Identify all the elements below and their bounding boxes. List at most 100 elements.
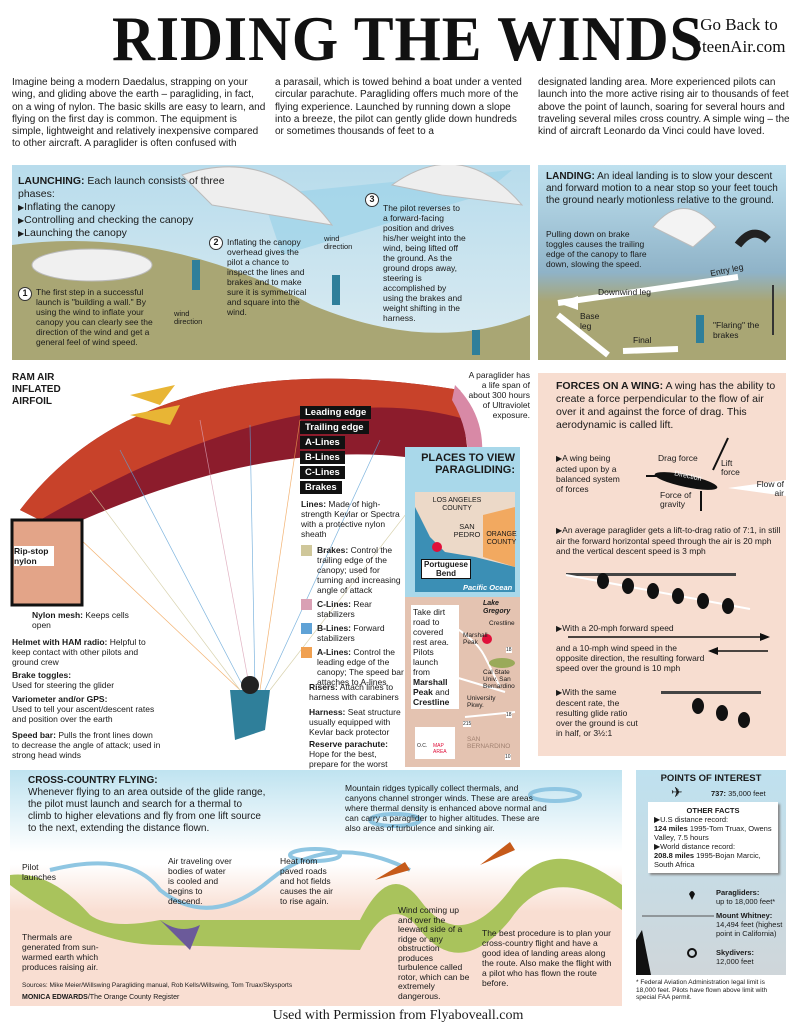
places-map-2: Take dirt road to covered rest area. Pil…	[405, 597, 520, 767]
note-risers: Risers: Attach lines to harness with car…	[309, 682, 399, 702]
flow-of-air-label: Flow of air	[756, 479, 784, 498]
sources: Sources: Mike Meier/Willswing Paraglidin…	[22, 982, 293, 989]
poi-heading: POINTS OF INTEREST	[660, 773, 762, 784]
mesh-note: Nylon mesh: Keeps cells open	[32, 610, 129, 630]
legend-c-lines: C-Lines: Rear stabilizers	[301, 599, 404, 619]
marshall-directions: Take dirt road to covered rest area. Pil…	[411, 605, 459, 709]
forces-heading: FORCES ON A WING:	[556, 380, 664, 392]
other-facts-box: OTHER FACTS U.S distance record: 124 mil…	[648, 802, 778, 873]
line-legend: Brakes: Control the trailing edge of the…	[301, 545, 404, 687]
step-3-text: The pilot reverses to a forward-facing p…	[383, 203, 466, 323]
ridges-note: Mountain ridges typically collect therma…	[345, 783, 547, 833]
note-speed-bar: Speed bar: Pulls the front lines down to…	[12, 730, 161, 760]
map-area-label: MAP AREA	[433, 743, 447, 755]
balanced-note: A wing being acted upon by a balanced sy…	[556, 453, 620, 494]
intro-col-1: Imagine being a modern Daedalus, strappi…	[12, 77, 266, 150]
step-3-badge: 3	[365, 193, 379, 207]
us-record-label: U.S distance record:	[654, 815, 772, 824]
lifespan-note: A paraglider has a life span of about 30…	[468, 370, 530, 420]
base-leg-label: Base leg	[580, 311, 600, 331]
brake-toggle-note: Pulling down on brake toggles causes the…	[546, 229, 647, 269]
note-brake-toggles: Brake toggles:Used for steering the glid…	[12, 670, 115, 690]
pilot-launches-label: Pilot launches	[22, 862, 57, 882]
tag-brakes: Brakes	[300, 481, 342, 494]
best-procedure-note: The best procedure is to plan your cross…	[482, 928, 612, 988]
page-title: RIDING THE WINDS	[112, 3, 704, 74]
note-harness: Harness: Seat structure usually equipped…	[309, 707, 401, 737]
landing-desc: An ideal landing is to slow your descent…	[546, 171, 778, 206]
route-18-b: 18	[506, 712, 512, 718]
speed-note-2: and a 10-mph wind speed in the opposite …	[556, 643, 705, 673]
speed-note-1: With a 20-mph forward speed	[556, 623, 706, 634]
skydivers-altitude: Skydivers:12,000 feet	[716, 948, 754, 966]
marshall-peak-label: Marshall Peak	[463, 632, 488, 646]
wind-direction-label-1: wind direction	[174, 309, 203, 326]
tag-leading-edge: Leading edge	[300, 406, 372, 419]
step-2-badge: 2	[209, 236, 223, 250]
la-county-label: LOS ANGELES COUNTY	[432, 497, 482, 512]
downwind-leg-label: Downwind leg	[598, 287, 651, 297]
cross-country-text: CROSS-COUNTRY FLYING:Whenever flying to …	[28, 775, 266, 834]
intro-col-3: designated landing area. More experience…	[538, 77, 790, 138]
launching-panel: LAUNCHING: Each launch consists of three…	[12, 165, 530, 360]
orange-county-label: ORANGE COUNTY	[486, 531, 517, 546]
airfoil-label: RAM AIR INFLATED AIRFOIL	[12, 372, 61, 407]
places-heading: PLACES TO VIEW PARAGLIDING:	[421, 452, 515, 476]
step-2-text: Inflating the canopy overhead gives the …	[227, 237, 307, 317]
launching-intro-text: Each launch consists of three phases:	[18, 175, 225, 200]
go-back-link[interactable]: Go Back to SteenAir.com	[684, 14, 794, 58]
ripstop-label: Rip-stop nylon	[14, 546, 54, 566]
drag-force-label: Drag force	[658, 453, 698, 463]
launching-intro: LAUNCHING: Each launch consists of three…	[18, 175, 248, 240]
go-back-line1: Go Back to	[700, 15, 778, 34]
phase-3: Launching the canopy	[18, 227, 248, 240]
university-pkwy-label: University Pkwy.	[467, 695, 496, 709]
rotor-note: Wind coming up and over the leeward side…	[398, 905, 470, 1001]
thermals-note: Thermals are generated from sun-warmed e…	[22, 932, 99, 972]
route-10: 10	[505, 754, 511, 760]
san-pedro-label: SAN PEDRO	[453, 522, 481, 539]
permission-footer: Used with Permission from Flyaboveall.co…	[272, 1008, 524, 1023]
route-18-a: 18	[506, 647, 512, 653]
tag-a-lines: A-Lines	[300, 436, 345, 449]
wind-direction-label-2: wind direction	[324, 234, 353, 251]
places-map-1: PLACES TO VIEW PARAGLIDING: LOS ANGELES …	[405, 447, 520, 597]
note-reserve: Reserve parachute:Hope for the best, pre…	[309, 739, 388, 769]
us-record: 124 miles 1995-Tom Truax, Owens Valley, …	[654, 824, 772, 842]
cross-country-illustration	[10, 787, 622, 953]
landing-text: LANDING: An ideal landing is to slow you…	[546, 171, 782, 207]
phase-2: Controlling and checking the canopy	[18, 214, 248, 227]
crestline-label: Crestline	[489, 620, 515, 627]
note-variometer: Variometer and/or GPS:Used to tell your …	[12, 694, 155, 724]
other-facts-title: OTHER FACTS	[686, 806, 740, 815]
landing-illustration	[556, 208, 774, 358]
oc-label: O.C.	[417, 743, 428, 749]
airplane-icon: ✈	[671, 784, 683, 800]
wing-illustration	[10, 378, 483, 740]
forces-text: FORCES ON A WING: A wing has the ability…	[556, 380, 776, 431]
forces-diagram	[565, 437, 786, 728]
world-record-label: World distance record:	[654, 842, 772, 851]
launching-heading: LAUNCHING:	[18, 175, 85, 187]
go-back-line2: SteenAir.com	[692, 37, 786, 56]
gravity-label: Force of gravity	[660, 490, 692, 509]
tag-b-lines: B-Lines	[300, 451, 345, 464]
legend-brakes: Brakes: Control the trailing edge of the…	[301, 545, 404, 595]
ratio-note: An average paraglider gets a lift-to-dra…	[556, 525, 781, 556]
forces-panel: FORCES ON A WING: A wing has the ability…	[538, 373, 786, 756]
legend-b-lines: B-Lines: Forward stabilizers	[301, 623, 404, 643]
portuguese-bend-label[interactable]: Portuguese Bend	[421, 559, 471, 579]
same-descent-note: With the same descent rate, the resultin…	[556, 687, 646, 738]
csu-label: Cal State Univ. San Bernardino	[483, 669, 515, 690]
note-helmet: Helmet with HAM radio: Helpful to keep c…	[12, 637, 146, 667]
route-215: 215	[463, 721, 472, 727]
step-1-text: The first step in a successful launch is…	[36, 287, 153, 347]
paragliders-altitude: Paragliders:up to 18,000 feet*	[716, 888, 776, 906]
step-1-badge: 1	[18, 287, 32, 301]
san-bernardino-label: SAN BERNARDINO	[467, 736, 511, 750]
phase-1: Inflating the canopy	[18, 201, 248, 214]
points-of-interest-panel: POINTS OF INTEREST ✈ 737: 35,000 feet OT…	[636, 770, 786, 975]
lake-gregory-label: Lake Gregory	[483, 600, 511, 615]
landing-heading: LANDING:	[546, 171, 595, 182]
water-note: Air traveling over bodies of water is co…	[168, 856, 232, 906]
